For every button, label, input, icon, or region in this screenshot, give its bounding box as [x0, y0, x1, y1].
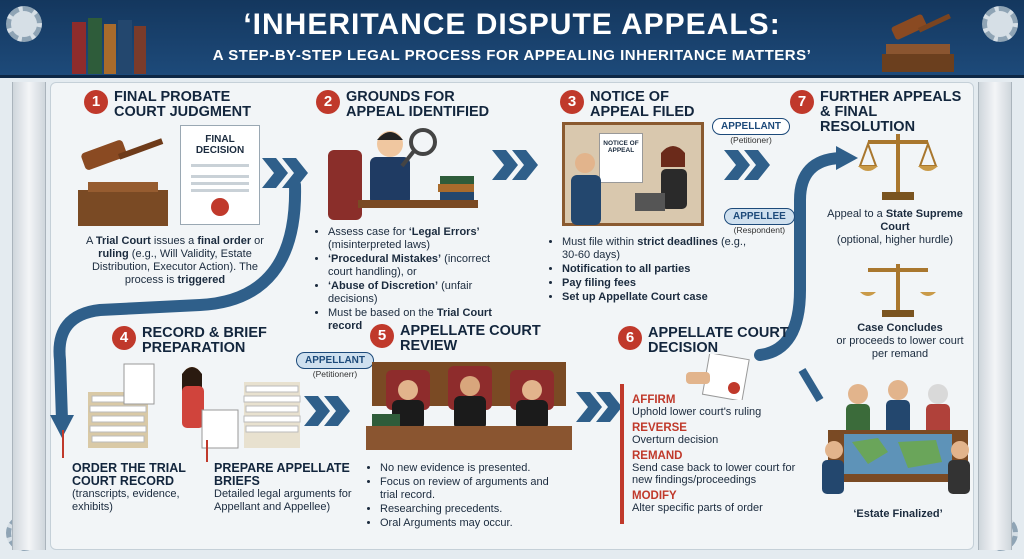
list-item: Notification to all parties	[562, 263, 750, 276]
list-item: Set up Appellate Court case	[562, 291, 750, 304]
chevron-right-icon	[724, 150, 774, 180]
step-5-badge: 5	[370, 324, 394, 348]
step-3-list: Must file within strict deadlines (e.g.,…	[550, 236, 750, 305]
scales-of-justice-icon	[858, 126, 938, 202]
step-5-list: No new evidence is presented. Focus on r…	[368, 462, 568, 531]
list-item: No new evidence is presented.	[380, 462, 568, 475]
appellee-tag: APPELLEE (Respondent)	[724, 208, 795, 235]
final-decision-document: FINAL DECISION	[180, 125, 260, 225]
step-7-appeal-note: Appeal to a State Supreme Court (optiona…	[820, 208, 970, 247]
estate-finalized-caption: ‘Estate Finalized’	[820, 508, 976, 520]
records-and-briefs-illustration	[84, 362, 306, 452]
step-6-badge: 6	[618, 326, 642, 350]
appellant-tag: APPELLANT (Petitionerr)	[296, 352, 374, 379]
chevron-right-icon	[262, 158, 312, 188]
step-2-list: Assess case for ‘Legal Errors’ (misinter…	[316, 226, 496, 334]
chevron-right-icon	[492, 150, 542, 180]
list-item: Focus on review of arguments and trial r…	[380, 476, 568, 502]
list-item: Researching precedents.	[380, 503, 568, 516]
filing-window-illustration: NOTICE OF APPEAL	[562, 122, 704, 226]
list-item: Must file within strict deadlines (e.g.,…	[562, 236, 750, 262]
gavel-icon	[68, 128, 178, 228]
step-3-badge: 3	[560, 90, 584, 114]
lawyer-with-magnifier-illustration	[328, 120, 478, 220]
estate-meeting-illustration	[818, 372, 974, 502]
step-2-badge: 2	[316, 90, 340, 114]
list-item: Oral Arguments may occur.	[380, 517, 568, 530]
list-item: ‘Abuse of Discretion’ (unfair decisions)	[328, 280, 496, 306]
judges-panel-illustration	[366, 360, 572, 452]
chevron-right-icon	[304, 396, 354, 426]
list-item: Assess case for ‘Legal Errors’ (misinter…	[328, 226, 496, 252]
step-4-badge: 4	[112, 326, 136, 350]
step-1-description: A Trial Court issues a final order or ru…	[75, 235, 275, 287]
order-record-block: ORDER THE TRIAL COURT RECORD (transcript…	[72, 462, 212, 514]
seal-icon	[211, 198, 229, 216]
appellant-tag: APPELLANT (Petitioner)	[712, 118, 790, 145]
step-7-conclusion-note: Case Concludes or proceeds to lower cour…	[830, 322, 970, 361]
step-7-badge: 7	[790, 90, 814, 114]
prepare-briefs-block: PREPARE APPELLATE BRIEFS Detailed legal …	[214, 462, 364, 514]
list-item: ‘Procedural Mistakes’ (incorrect court h…	[328, 253, 496, 279]
scales-of-justice-icon	[860, 258, 936, 318]
list-item: Pay filing fees	[562, 277, 750, 290]
chevron-right-icon	[576, 392, 626, 422]
step-1-badge: 1	[84, 90, 108, 114]
